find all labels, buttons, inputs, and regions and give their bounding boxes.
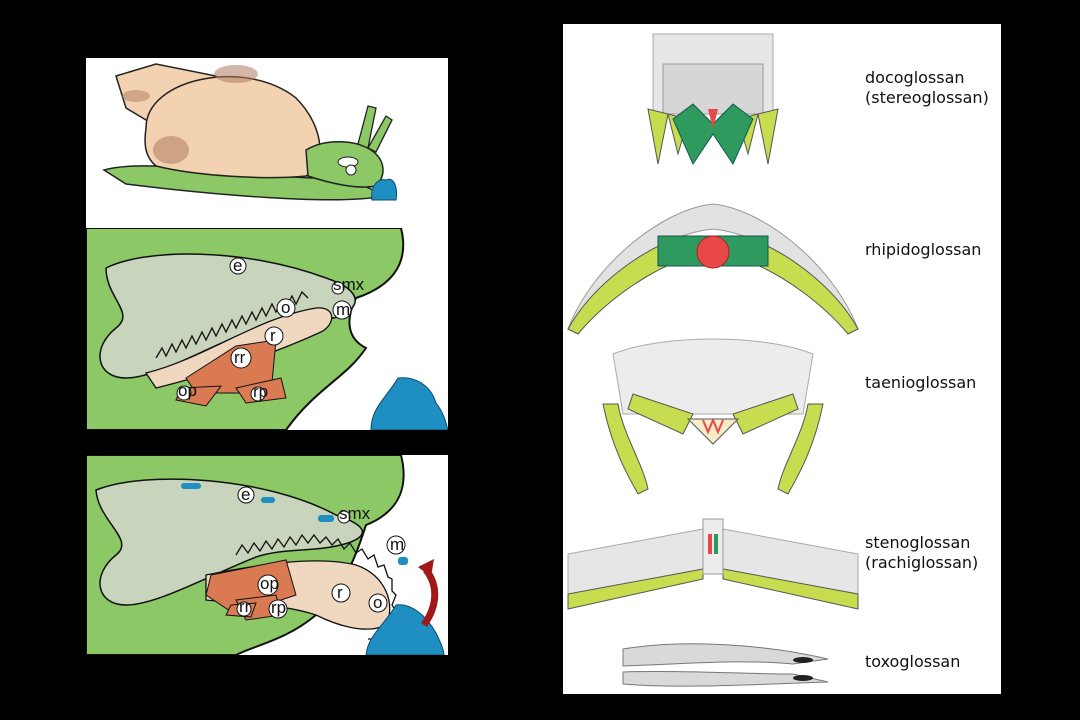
stenoglossan-radula (567, 518, 859, 610)
rhipidoglossan-radula (567, 203, 859, 335)
food-item (370, 377, 448, 430)
tentacle (357, 105, 377, 149)
shell-spot (214, 65, 258, 83)
food-fragment (181, 483, 201, 489)
section-protracted-panel: e m r o op rp rr smx (86, 455, 448, 655)
buccal-mass (95, 478, 364, 606)
snail-illustration (102, 63, 397, 201)
label-rhipidoglossan: rhipidoglossan (865, 240, 981, 260)
radula-types-illustration (567, 33, 859, 687)
radula-protracted-diagram: e m r o op rp rr smx (86, 455, 445, 655)
label-rr-marker (230, 347, 252, 369)
label-op: op (178, 381, 197, 400)
label-m: m (390, 535, 404, 554)
label-taenioglossan: taenioglossan (865, 373, 976, 393)
label-m: m (336, 300, 350, 319)
label-stenoglossan-name: stenoglossan (865, 533, 971, 552)
label-rp: rp (271, 598, 286, 617)
label-rr: rr (234, 348, 246, 367)
label-op: op (260, 574, 279, 593)
taenioglossan-radula (602, 338, 824, 495)
label-rr-marker (236, 601, 252, 617)
food-item (371, 178, 397, 201)
food-item (365, 604, 445, 655)
radula-retracted-diagram: e o r m rr op rp smx (86, 228, 448, 430)
label-smx-marker (337, 510, 351, 524)
food-fragment (261, 497, 275, 503)
label-o: o (373, 593, 382, 612)
label-smx-marker (331, 281, 345, 295)
label-docoglossan-alt: (stereoglossan) (865, 88, 989, 107)
movement-arrow-shaft (421, 567, 439, 628)
label-rp-marker (268, 599, 288, 619)
label-taenioglossan-name: taenioglossan (865, 373, 977, 392)
label-e-marker (229, 257, 247, 275)
label-op-marker (257, 574, 279, 596)
food-fragment (398, 557, 408, 565)
label-toxoglossan-name: toxoglossan (865, 652, 961, 671)
label-docoglossan: docoglossan (stereoglossan) (865, 68, 989, 108)
label-docoglossan-name: docoglossan (865, 68, 965, 87)
label-smx: smx (339, 504, 371, 523)
shell-spot (122, 90, 150, 102)
label-stenoglossan-alt: (rachiglossan) (865, 553, 979, 572)
label-r: r (270, 326, 276, 345)
label-e-marker (237, 486, 255, 504)
docoglossan-radula (647, 33, 779, 166)
label-smx: smx (333, 275, 365, 294)
shell-spot (153, 136, 189, 164)
toxoglossan-radula (622, 643, 829, 687)
label-o-marker (368, 593, 388, 613)
label-r-marker (264, 326, 284, 346)
label-r-marker (331, 583, 351, 603)
label-e: e (241, 485, 250, 504)
label-rhipidoglossan-name: rhipidoglossan (865, 240, 982, 259)
movement-arrow-head (418, 559, 434, 577)
label-o-marker (276, 298, 296, 318)
label-m-marker (332, 300, 352, 320)
label-op-marker (176, 385, 192, 401)
label-m-marker (386, 535, 406, 555)
label-rp-marker (250, 386, 266, 402)
label-rr: rr (239, 597, 251, 616)
label-toxoglossan: toxoglossan (865, 652, 960, 672)
radula-types-panel (563, 24, 1001, 694)
label-stenoglossan: stenoglossan (rachiglossan) (865, 533, 978, 573)
label-r: r (337, 583, 343, 602)
radula-teeth (235, 533, 397, 640)
food-fragment (318, 515, 334, 522)
label-e: e (233, 256, 242, 275)
label-o: o (281, 298, 290, 317)
label-rp: rp (253, 382, 268, 401)
snail-overview-panel (86, 58, 448, 228)
mouth (345, 164, 357, 176)
tentacle (367, 115, 393, 153)
section-retracted-panel: e o r m rr op rp smx (86, 228, 448, 430)
